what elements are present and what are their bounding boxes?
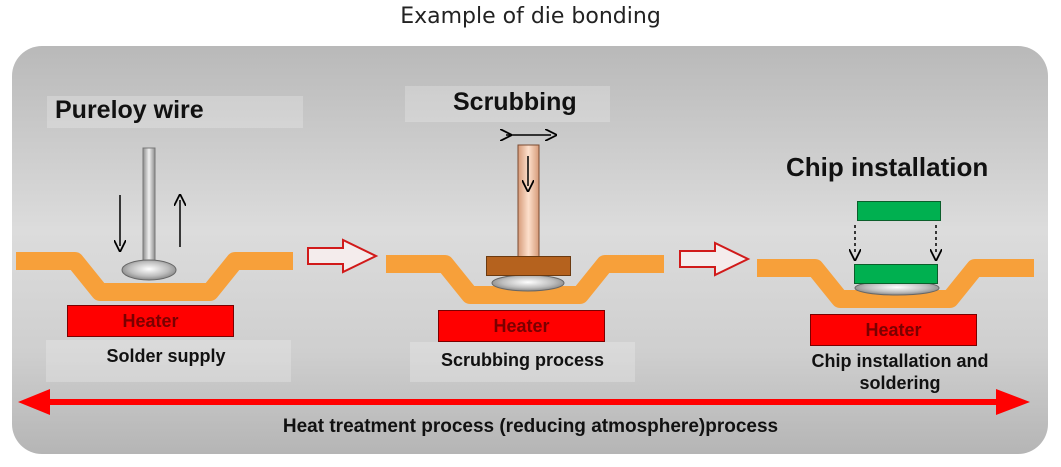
step-heading: Chip installation	[786, 152, 989, 182]
heater-block: Heater	[67, 305, 234, 337]
caption-highlight	[410, 342, 635, 382]
heat-treatment-label: Heat treatment process (reducing atmosph…	[282, 416, 779, 437]
step-heading: Pureloy wire	[55, 96, 204, 124]
substrate-3	[757, 259, 1034, 308]
scrubbing-plate	[486, 256, 571, 276]
arrow-head-left-icon	[18, 389, 50, 415]
heater-block: Heater	[438, 310, 605, 342]
solder-blob	[121, 259, 177, 281]
chip-installed	[854, 264, 938, 284]
pureloy-wire	[142, 147, 156, 267]
heater-block: Heater	[810, 314, 977, 346]
next-step-arrow-icon	[679, 241, 751, 277]
step-caption: Solder supply	[106, 346, 226, 366]
heading-highlight	[47, 96, 303, 128]
heading-highlight	[405, 86, 610, 122]
substrate-2	[386, 255, 664, 304]
substrate-1	[16, 252, 293, 301]
solder-blob	[491, 274, 565, 292]
diagram-title: Example of die bonding	[400, 4, 661, 29]
step-caption: Chip installation and soldering	[811, 351, 989, 393]
step-heading: Scrubbing	[453, 88, 577, 116]
caption-highlight	[46, 340, 291, 382]
chip-floating	[857, 201, 941, 221]
step-caption: Scrubbing process	[440, 350, 605, 370]
arrow-head-right-icon	[996, 389, 1030, 415]
next-step-arrow-icon	[307, 238, 379, 274]
